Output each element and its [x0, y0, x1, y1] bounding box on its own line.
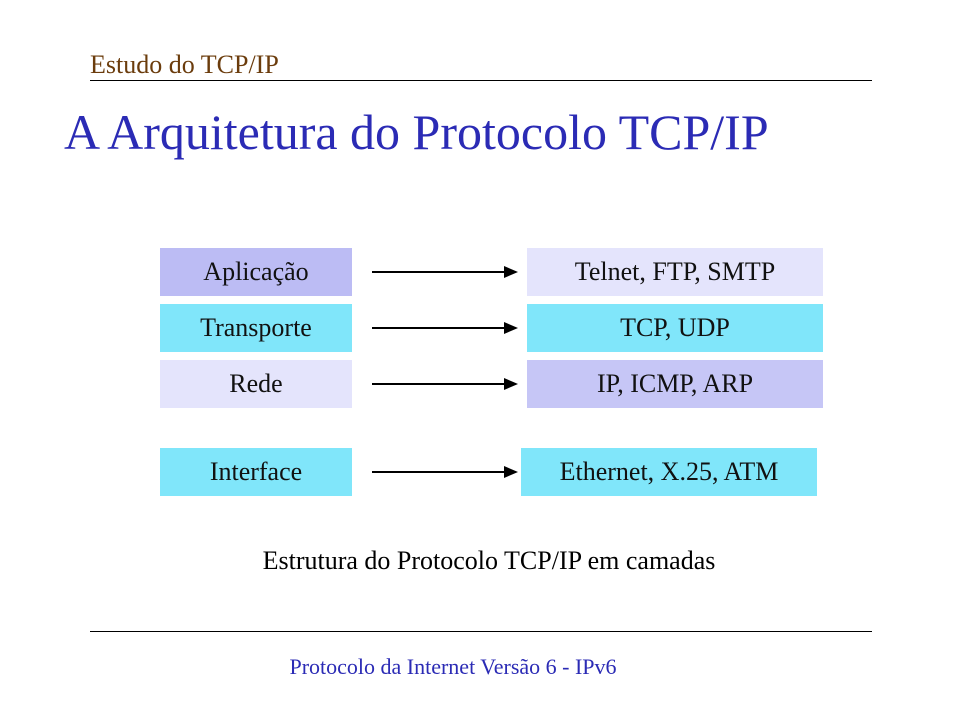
top-divider — [90, 80, 872, 81]
diagram-caption: Estrutura do Protocolo TCP/IP em camadas — [262, 546, 716, 575]
arrow-icon — [372, 466, 518, 478]
layer-box-aplicacao: Aplicação — [160, 248, 352, 296]
layer-box-rede: Rede — [160, 360, 352, 408]
bottom-divider — [90, 631, 872, 632]
arrow-icon — [372, 266, 518, 278]
arrow-icon — [372, 378, 518, 390]
layer-box-transporte: Transporte — [160, 304, 352, 352]
protocol-box-rede: IP, ICMP, ARP — [527, 360, 823, 408]
protocol-box-aplicacao: Telnet, FTP, SMTP — [527, 248, 823, 296]
layer-box-interface: Interface — [160, 448, 352, 496]
slide-title: A Arquitetura do Protocolo TCP/IP — [64, 104, 769, 160]
arrow-icon — [372, 322, 518, 334]
footer-text: Protocolo da Internet Versão 6 - IPv6 — [289, 654, 617, 679]
protocol-box-transporte: TCP, UDP — [527, 304, 823, 352]
header-title: Estudo do TCP/IP — [90, 50, 279, 79]
protocol-box-interface: Ethernet, X.25, ATM — [521, 448, 817, 496]
